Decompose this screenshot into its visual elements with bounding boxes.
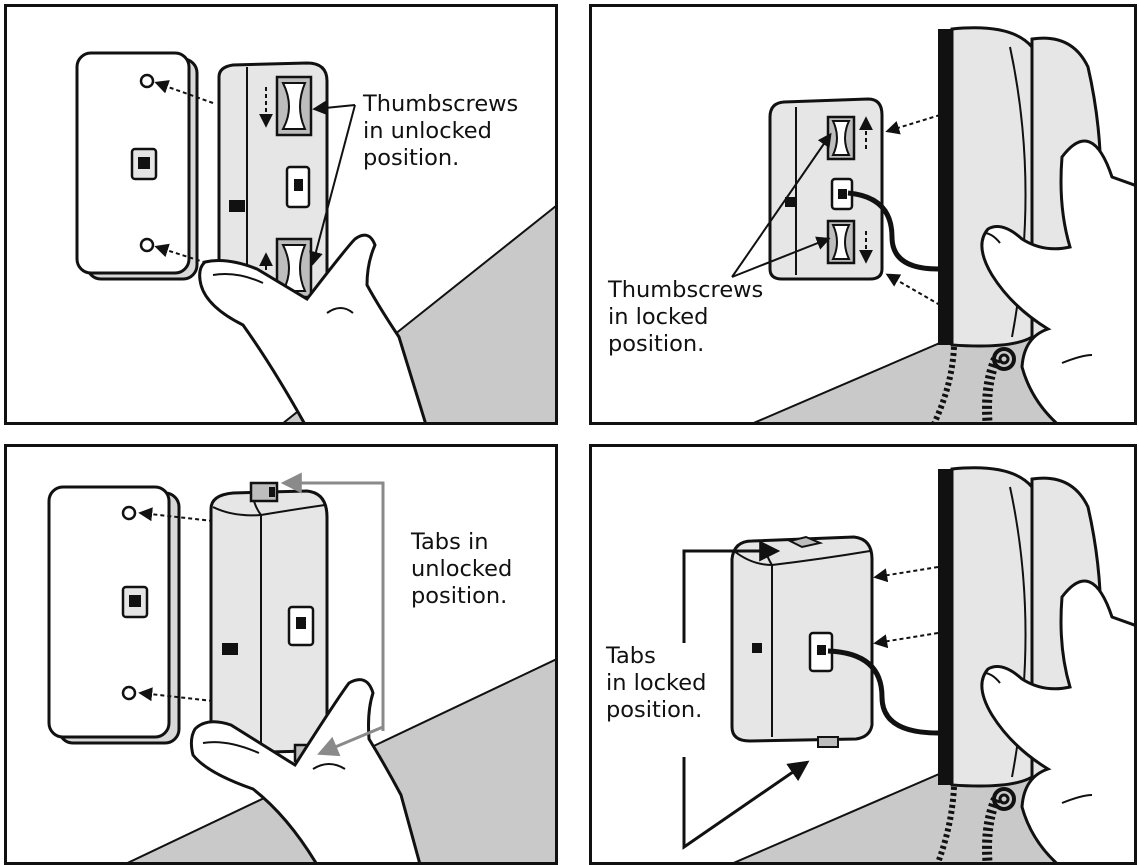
panel-tabs-locked: Tabs in locked position. [589, 444, 1137, 865]
tab-icon [817, 736, 839, 748]
callout-thumbscrews-locked: Thumbscrews in locked position. [608, 277, 763, 358]
panel-2-illustration [731, 26, 1134, 422]
caption-line: position. [363, 145, 460, 171]
panel-4-illustration [682, 466, 1134, 862]
wall-plate-icon [47, 485, 181, 745]
coiled-cord-icon [931, 346, 1016, 422]
thumbscrew-icon [826, 219, 856, 265]
adapter-locked-icon [768, 97, 884, 281]
thumbscrew-icon [275, 75, 313, 137]
adapter-unlocked-icon [217, 61, 329, 314]
tab-callout-bracket [280, 472, 385, 757]
caption-line: unlocked [411, 556, 513, 582]
hand-icon [980, 579, 1134, 862]
panel-thumbscrews-locked: Thumbscrews in locked position. [589, 4, 1137, 425]
caption-line: position. [606, 697, 703, 723]
caption-line: position. [608, 331, 705, 357]
thumbscrew-icon [826, 115, 856, 161]
wall-plate-icon [75, 51, 199, 281]
callout-tabs-unlocked: Tabs in unlocked position. [411, 529, 512, 610]
callout-tabs-locked: Tabs in locked position. [606, 643, 706, 724]
caption-line: in unlocked [363, 118, 492, 144]
hand-icon [980, 139, 1134, 422]
panel-tabs-unlocked: Tabs in unlocked position. [4, 444, 558, 865]
adapter-locked-icon [730, 535, 874, 748]
caption-line: Thumbscrews [608, 277, 764, 303]
caption-line: in locked [608, 304, 709, 330]
tab-icon [249, 481, 279, 503]
caption-line: Tabs in [411, 529, 489, 555]
caption-line: Thumbscrews [363, 91, 519, 117]
tab-icon [787, 535, 824, 549]
callout-thumbscrews-unlocked: Thumbscrews in unlocked position. [363, 91, 518, 172]
caption-line: position. [411, 583, 508, 609]
panel-3-illustration [47, 472, 555, 862]
panel-thumbscrews-unlocked: Thumbscrews in unlocked position. [4, 4, 558, 425]
caption-line: Tabs [606, 643, 656, 669]
adapter-unlocked-icon [209, 481, 329, 763]
caption-line: in locked [606, 670, 707, 696]
panel-1-illustration [75, 51, 555, 422]
hand-icon [198, 233, 427, 422]
coiled-cord-icon [935, 786, 1016, 862]
hand-icon [189, 678, 421, 862]
